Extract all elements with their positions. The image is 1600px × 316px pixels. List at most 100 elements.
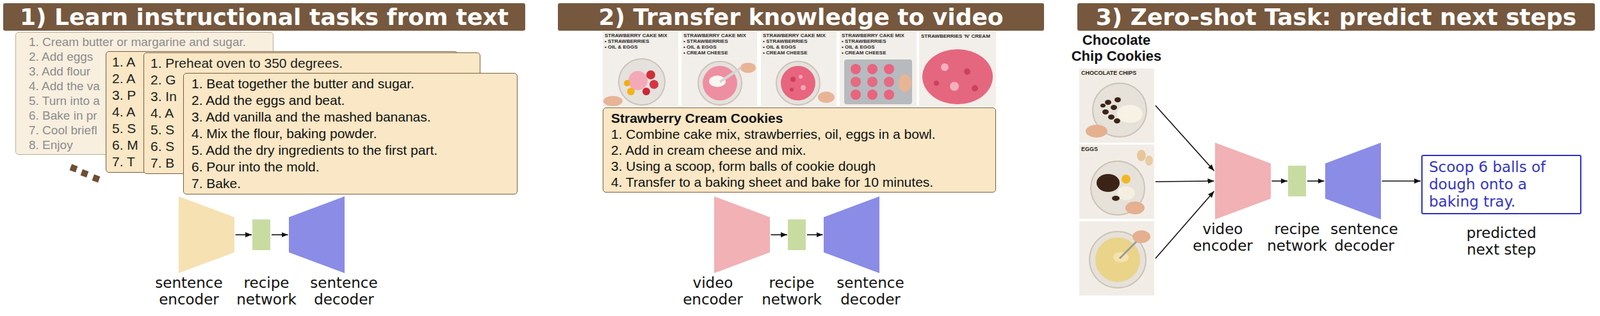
flow-arrow bbox=[1307, 180, 1325, 182]
recipe-step: 2. A bbox=[112, 70, 136, 88]
video-frame-photo-part bbox=[1079, 144, 1155, 220]
video-frame-photo-part bbox=[883, 89, 895, 100]
block-label: sentence decoder bbox=[1325, 220, 1403, 255]
ellipsis-dots-part bbox=[80, 169, 90, 179]
label-slot: predicted next step bbox=[1462, 224, 1540, 259]
recipe-step: 5. S bbox=[150, 121, 175, 139]
photo-caption: • OIL & EGGS bbox=[762, 44, 826, 50]
video-frame-photo bbox=[1079, 144, 1155, 220]
video-frame-photo-part bbox=[817, 91, 835, 104]
block-shape bbox=[178, 196, 235, 274]
block-shape bbox=[288, 196, 345, 274]
recipe-step: 7. T bbox=[112, 153, 136, 171]
photo-caption: • OIL & EGGS bbox=[683, 44, 747, 50]
recipe-step: 1. Combine cake mix, strawberries, oil, … bbox=[611, 126, 936, 143]
photo-caption: STRAWBERRY CAKE MIX bbox=[841, 32, 905, 39]
recipe-step: 6. Bake in pr bbox=[28, 108, 98, 123]
recipe-step: 7. Cool briefl bbox=[28, 122, 98, 138]
recipe-step: 5. Add the dry ingredients to the first … bbox=[191, 142, 438, 159]
block-label: video encoder bbox=[674, 274, 752, 309]
video-frame-photo-part bbox=[1125, 201, 1145, 215]
video-frame-photo-part bbox=[649, 80, 659, 90]
block-label: recipe network bbox=[228, 274, 305, 309]
video-frame-photo-part bbox=[839, 31, 917, 107]
block-outline bbox=[288, 196, 345, 274]
photo-caption: • STRAWBERRIES bbox=[604, 38, 668, 45]
video-frame-photo-part bbox=[789, 87, 794, 92]
photo-caption-group: STRAWBERRY CAKE MIX• STRAWBERRIES• OIL &… bbox=[762, 32, 826, 56]
video-frame-photo bbox=[919, 31, 996, 107]
video-frame-photo-part bbox=[1114, 97, 1121, 103]
block-outline bbox=[714, 196, 770, 274]
photo-caption-group: STRAWBERRY CAKE MIX• STRAWBERRIES• OIL &… bbox=[683, 32, 747, 56]
video-frame-photo-part bbox=[623, 80, 631, 87]
recipe-step: 7. Bake. bbox=[191, 175, 241, 193]
recipe-step: 3. Using a scoop, form balls of cookie d… bbox=[611, 158, 876, 175]
video-frame-photo-part bbox=[850, 64, 861, 75]
recipe-step: 7. B bbox=[150, 155, 175, 172]
photo-caption: STRAWBERRY CAKE MIX bbox=[604, 32, 668, 39]
frame-caption: EGGS bbox=[1081, 146, 1153, 154]
recipe-step: 4. A bbox=[150, 105, 174, 122]
block-outline bbox=[1215, 142, 1271, 220]
prediction-label: predicted next step bbox=[1462, 224, 1540, 259]
photo-caption: • STRAWBERRIES bbox=[762, 38, 826, 45]
recipe-step: 1. A bbox=[112, 53, 136, 71]
decoder-block: sentence decoder bbox=[288, 196, 384, 312]
video-frame-photo bbox=[602, 31, 679, 107]
block-label: recipe network bbox=[1258, 220, 1336, 255]
video-frame-photo-part bbox=[1079, 221, 1155, 296]
block-outline bbox=[178, 196, 235, 274]
label-slot: video encoder bbox=[674, 274, 752, 309]
video-frame-photo-part bbox=[1121, 174, 1131, 184]
video-frame-photo-part bbox=[627, 87, 635, 96]
video-frame-photo-part bbox=[1110, 105, 1118, 111]
video-frame-photo-part bbox=[883, 64, 895, 75]
decoder-block: sentence decoder bbox=[823, 196, 910, 312]
recipe-step: 4. Mix the flour, baking powder. bbox=[191, 125, 378, 143]
video-frame-photo bbox=[839, 31, 917, 107]
label-slot: recipe network bbox=[1258, 220, 1336, 255]
flow-arrow bbox=[1272, 180, 1289, 182]
recipe-step: 1. Preheat oven to 350 degrees. bbox=[150, 55, 343, 72]
video-frame-photo-part bbox=[898, 74, 912, 93]
video-frame-photo-part bbox=[628, 71, 648, 91]
label-slot: recipe network bbox=[228, 274, 305, 309]
video-frame-photo-part bbox=[867, 64, 878, 75]
flow-arrow bbox=[1382, 180, 1422, 182]
block-outline bbox=[787, 219, 806, 251]
video-frame bbox=[1079, 221, 1155, 296]
flow-arrow bbox=[807, 234, 824, 236]
flow-arrow bbox=[1155, 181, 1215, 182]
block-shape bbox=[787, 219, 806, 251]
video-frame-photo-part bbox=[1108, 114, 1115, 120]
block-label: sentence decoder bbox=[832, 274, 909, 309]
recipe-step: 8. Enjoy bbox=[28, 137, 74, 153]
recipe-step: 2. Add eggs bbox=[28, 49, 93, 65]
video-frame-photo-part bbox=[940, 63, 949, 72]
prediction-box: Scoop 6 balls of dough onto a baking tra… bbox=[1421, 155, 1582, 215]
recipe-network-block: recipe network bbox=[753, 196, 831, 312]
video-frame-photo-part bbox=[919, 31, 996, 107]
video-frame-photo-part bbox=[1113, 118, 1121, 124]
block-outline bbox=[1325, 142, 1381, 220]
video-frame-photo-part bbox=[963, 68, 971, 75]
video-frame-photo bbox=[1079, 221, 1155, 296]
video-frame-photo-part bbox=[642, 87, 651, 96]
recipe-step: 6. M bbox=[112, 137, 139, 154]
block-outline bbox=[823, 196, 880, 274]
section-header-band: 3) Zero-shot Task: predict next steps bbox=[1077, 3, 1595, 31]
recipe-step: 3. P bbox=[112, 87, 136, 104]
photo-caption: • CREAM CHEESE bbox=[841, 49, 905, 56]
recipe-step: 5. S bbox=[112, 120, 136, 138]
recipe-step: 2. Add the eggs and beat. bbox=[191, 92, 345, 109]
video-frame-photo-part bbox=[698, 61, 742, 106]
decoder-block: sentence decoder bbox=[1325, 142, 1404, 259]
photo-caption: STRAWBERRY CAKE MIX bbox=[683, 32, 747, 39]
section-header-band: 2) Transfer knowledge to video bbox=[557, 3, 1045, 31]
block-label: video encoder bbox=[1184, 220, 1262, 255]
video-frame-photo-part bbox=[702, 65, 738, 101]
video-frame-photo-part bbox=[1100, 103, 1106, 108]
video-frame-photo-part bbox=[618, 58, 665, 106]
recipe-title: Strawberry Cream Cookies bbox=[611, 110, 783, 127]
